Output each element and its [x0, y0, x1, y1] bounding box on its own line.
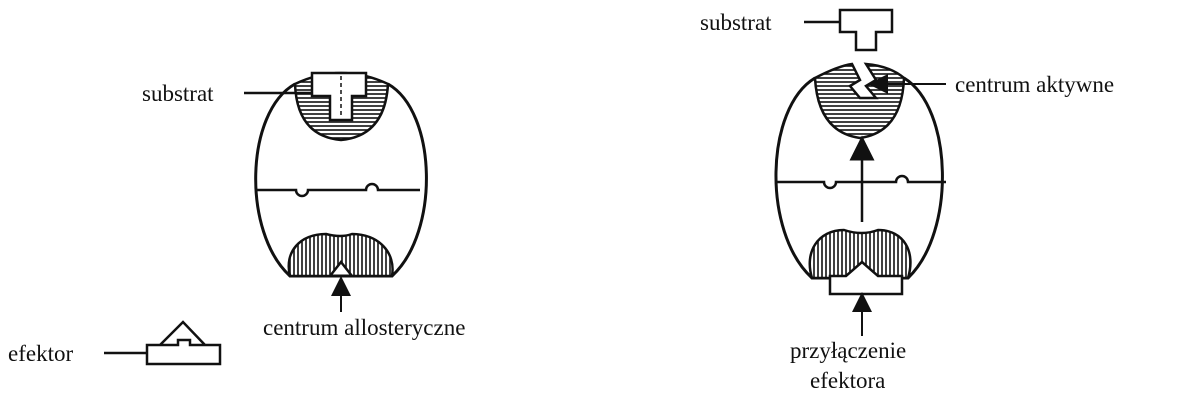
left-substrate-label: substrat — [142, 81, 214, 106]
right-substrate-label: substrat — [700, 10, 772, 35]
right-effector-binding-label-line2: efektora — [810, 368, 885, 393]
right-substrate-shape — [840, 10, 892, 50]
right-panel: substrat centrum aktywne przyłączenie ef… — [700, 10, 1114, 393]
right-effector-binding-label-line1: przyłączenie — [790, 338, 906, 363]
right-active-subunit-cap — [815, 64, 904, 138]
left-panel: substrat centrum allosteryczne efektor — [8, 73, 465, 366]
left-effector-shape — [147, 322, 220, 364]
left-subunit-interface — [255, 184, 420, 196]
left-allosteric-center-label: centrum allosteryczne — [263, 315, 465, 340]
right-subunit-interface — [775, 176, 946, 188]
left-effector-label: efektor — [8, 341, 73, 366]
right-active-center-label: centrum aktywne — [955, 72, 1114, 97]
left-allosteric-subunit — [289, 234, 393, 276]
